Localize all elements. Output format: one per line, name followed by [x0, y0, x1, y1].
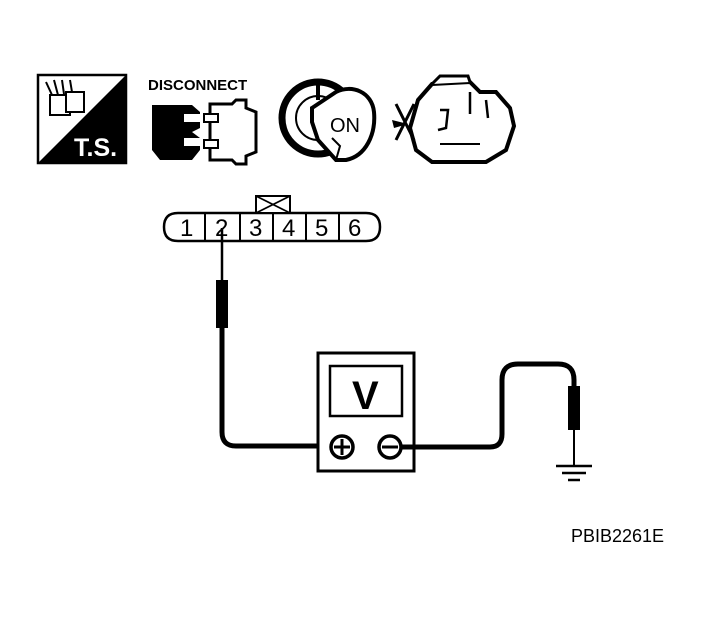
- positive-terminal-icon: [329, 434, 355, 460]
- harness-connector: 1 2 3 4 5 6: [162, 195, 382, 243]
- ts-label: T.S.: [74, 134, 117, 162]
- voltmeter: V: [316, 351, 416, 473]
- figure-code: PBIB2261E: [571, 526, 664, 546]
- disconnect-icon: DISCONNECT: [148, 77, 258, 166]
- connector-pin-4: 4: [282, 215, 295, 242]
- positive-probe: [216, 228, 340, 449]
- engine-stopped-icon: [392, 74, 517, 164]
- voltmeter-label: V: [352, 374, 379, 418]
- negative-terminal-icon: [377, 434, 403, 460]
- connector-pin-5: 5: [315, 215, 328, 242]
- ts-icon: T.S.: [36, 73, 128, 165]
- connector-pin-1: 1: [180, 215, 193, 242]
- ground-icon: [556, 464, 592, 482]
- disconnect-label: DISCONNECT: [148, 77, 247, 94]
- negative-probe: [401, 361, 580, 466]
- connector-pin-6: 6: [348, 215, 361, 242]
- ignition-on-icon: ON: [278, 78, 377, 162]
- ignition-on-label: ON: [330, 115, 360, 137]
- connector-pin-3: 3: [249, 215, 262, 242]
